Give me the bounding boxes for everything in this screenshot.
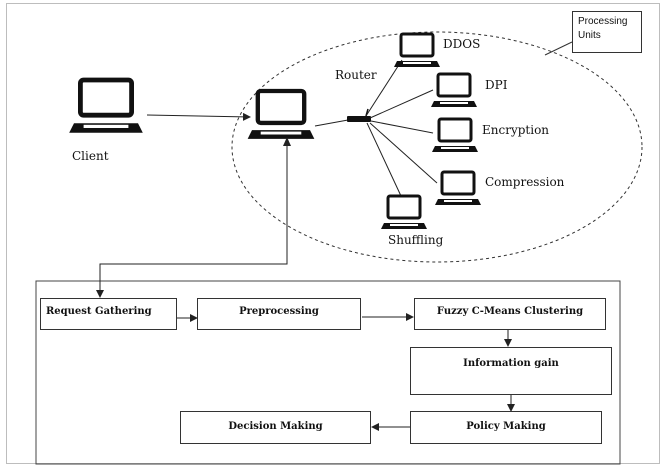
preprocessing-label: Preprocessing	[239, 306, 319, 317]
information-gain-label: Information gain	[463, 358, 559, 369]
shuffling-label: Shuffling	[388, 233, 444, 247]
fuzzy-c-means-label: Fuzzy C-Means Clustering	[436, 306, 584, 317]
server-to-router-line	[314, 119, 349, 127]
decision-making-label: Decision Making	[228, 421, 323, 432]
shuffling-laptop-icon	[379, 194, 429, 231]
encryption-laptop-icon	[430, 117, 480, 154]
server-to-pipeline-connector	[96, 140, 288, 298]
client-label: Client	[72, 149, 109, 163]
router-icon	[347, 108, 371, 122]
policy-making-label: Policy Making	[466, 421, 546, 432]
compression-label: Compression	[485, 175, 565, 189]
processing-units-note-line2: Units	[578, 30, 601, 41]
dpi-label: DPI	[485, 78, 508, 92]
policy-making-box: Policy Making	[410, 411, 602, 444]
router-to-encryption-line	[370, 120, 434, 134]
processing-units-note-line1: Processing	[578, 16, 628, 27]
client-to-server-arrow	[146, 112, 251, 121]
router-to-ddos-line	[365, 59, 403, 117]
dpi-laptop-icon	[429, 72, 479, 109]
router-to-dpi-line	[369, 89, 434, 119]
compression-laptop-icon	[433, 170, 483, 207]
client-laptop-icon	[69, 80, 143, 133]
router-to-shuffling-line	[366, 122, 402, 197]
ddos-laptop-icon	[392, 32, 442, 69]
processing-units-ellipse	[231, 31, 643, 263]
server-laptop-icon	[248, 91, 315, 139]
fuzzy-c-means-box: Fuzzy C-Means Clustering	[414, 298, 606, 330]
router-label: Router	[335, 68, 377, 82]
request-gathering-box: Request Gathering	[40, 298, 177, 330]
note-pointer	[544, 41, 573, 56]
decision-making-box: Decision Making	[180, 411, 371, 444]
router-to-compression-line	[369, 122, 438, 184]
request-gathering-label: Request Gathering	[46, 306, 152, 317]
pipeline-frame	[35, 280, 621, 465]
preprocessing-box: Preprocessing	[197, 298, 361, 330]
processing-units-note: Processing Units	[572, 11, 642, 53]
ddos-label: DDOS	[443, 37, 481, 51]
encryption-label: Encryption	[482, 123, 550, 137]
information-gain-box: Information gain	[410, 347, 612, 395]
